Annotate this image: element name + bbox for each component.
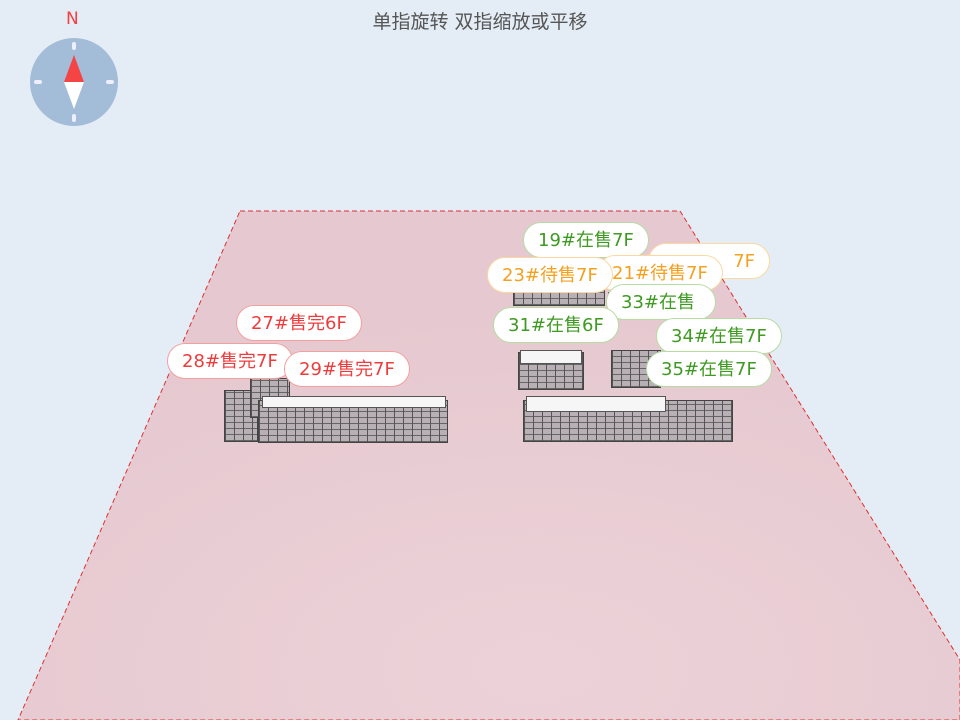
building-label-23[interactable]: 23#待售7F xyxy=(487,257,613,293)
compass-north-label: N xyxy=(66,9,79,29)
site-boundary xyxy=(17,210,960,720)
building-label-31[interactable]: 31#在售6F xyxy=(493,307,619,343)
building-label-29[interactable]: 29#售完7F xyxy=(284,351,410,387)
building-label-35[interactable]: 35#在售7F xyxy=(646,351,772,387)
gesture-hint: 单指旋转 双指缩放或平移 xyxy=(372,11,588,33)
compass-icon[interactable] xyxy=(30,38,118,126)
building-label-19[interactable]: 19#在售7F xyxy=(523,222,649,258)
building-label-28[interactable]: 28#售完7F xyxy=(167,343,293,379)
building-roof xyxy=(526,396,666,412)
building-roof xyxy=(262,396,446,408)
building-label-34[interactable]: 34#在售7F xyxy=(656,318,782,354)
building-label-33[interactable]: 33#在售 xyxy=(606,284,716,320)
building-roof xyxy=(520,350,582,364)
building-label-27[interactable]: 27#售完6F xyxy=(236,305,362,341)
